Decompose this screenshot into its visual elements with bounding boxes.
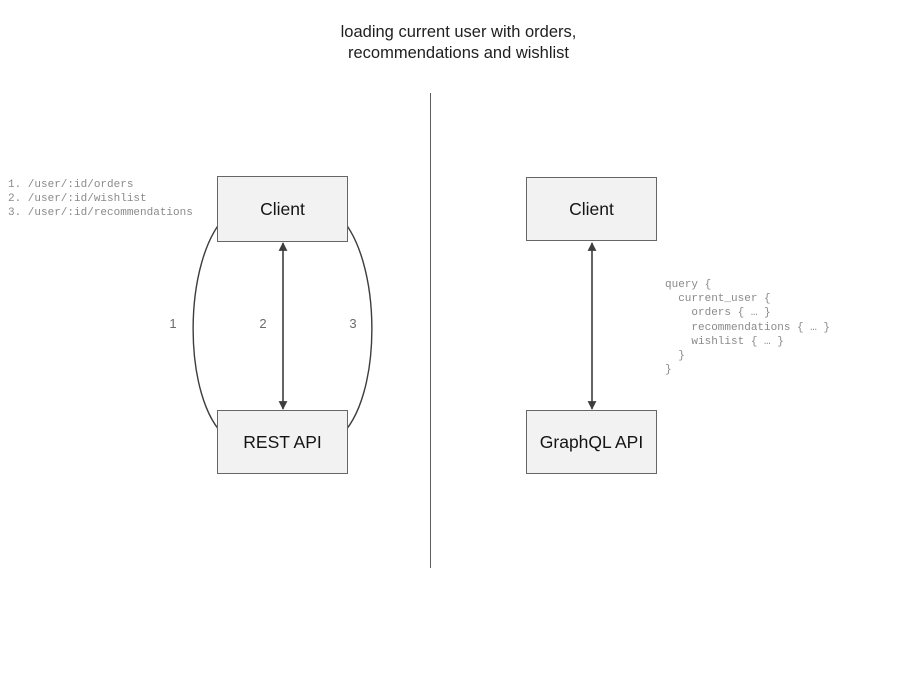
graphql-query-block: query { current_user { orders { … } reco… [665, 279, 831, 377]
vertical-divider [430, 93, 431, 568]
graphql-api-node[interactable]: GraphQL API [526, 410, 657, 474]
edge-label-2: 2 [259, 316, 267, 331]
edge-label-3: 3 [349, 316, 357, 331]
graphql-client-node[interactable]: Client [526, 177, 657, 241]
rest-endpoint-list: 1. /user/:id/orders 2. /user/:id/wishlis… [8, 179, 193, 220]
rest-client-node[interactable]: Client [217, 176, 348, 242]
page-title: loading current user with orders, recomm… [340, 23, 577, 62]
rest-api-node[interactable]: REST API [217, 410, 348, 474]
arrow-rest-1 [192, 214, 228, 438]
edge-label-1: 1 [169, 316, 177, 331]
